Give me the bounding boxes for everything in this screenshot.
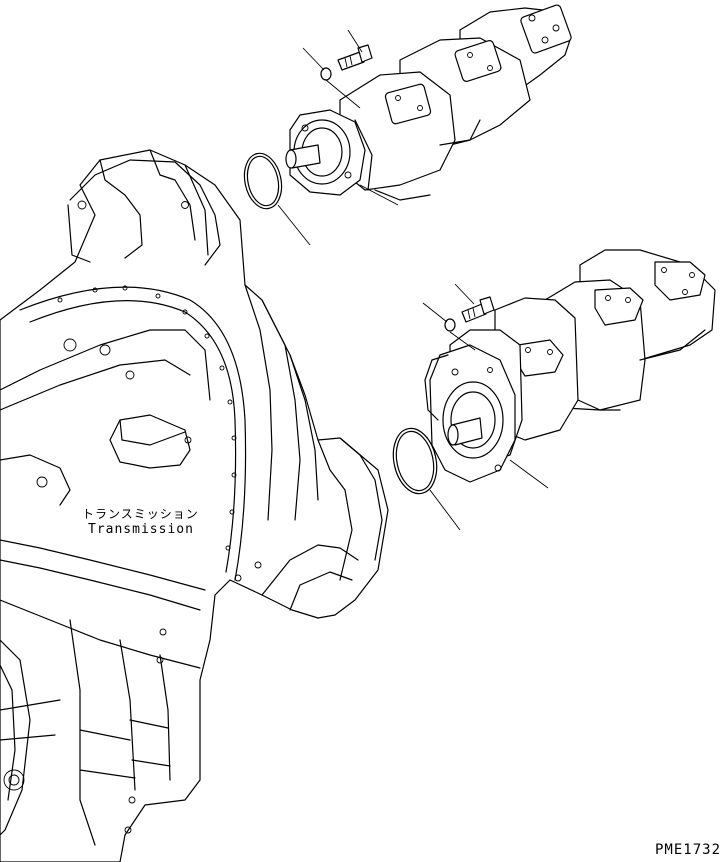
upper-o-ring	[243, 152, 283, 210]
upper-bolt	[337, 44, 373, 71]
leader-lines	[277, 29, 549, 531]
lower-bolt	[461, 296, 495, 323]
flange-bolt-holes	[57, 285, 237, 551]
upper-washer	[320, 67, 332, 81]
transmission-label-english: Transmission	[88, 522, 194, 537]
lower-o-ring	[392, 427, 438, 495]
lower-washer	[444, 318, 456, 332]
transmission-housing	[0, 149, 389, 862]
lower-pump-assembly	[424, 249, 716, 483]
drawing-code-label: PME1732	[655, 842, 722, 858]
upper-pump-assembly	[285, 4, 572, 201]
transmission-label-japanese: トランスミッション	[82, 507, 199, 521]
